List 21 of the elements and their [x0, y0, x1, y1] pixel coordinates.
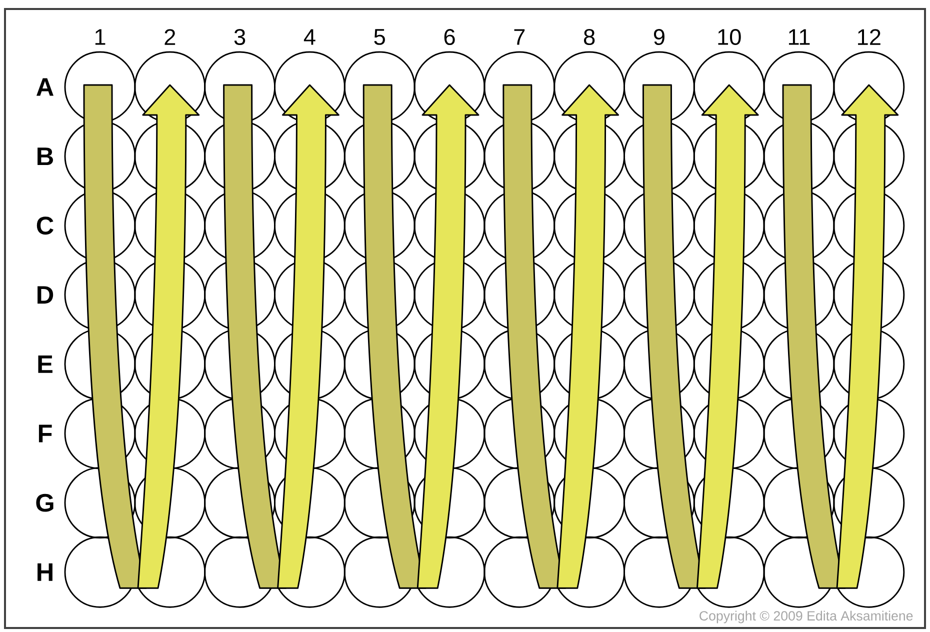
row-label: E [38, 356, 52, 373]
row-label: G [36, 494, 54, 512]
column-label: 12 [858, 29, 880, 45]
column-label: 6 [444, 28, 455, 46]
row-label: C [36, 216, 54, 235]
column-label: 7 [514, 29, 525, 45]
copyright-note: Copyright © 2009 Edita Aksamitiene [700, 610, 913, 624]
column-label: 9 [654, 28, 664, 46]
row-label: A [36, 78, 54, 96]
row-label: F [38, 424, 52, 442]
column-label: 10 [718, 28, 741, 46]
row-label: B [38, 148, 53, 166]
column-label: 4 [304, 29, 316, 45]
column-label: 5 [374, 29, 385, 45]
column-label: 1 [95, 29, 106, 45]
row-label: H [38, 563, 52, 581]
row-label: D [38, 286, 54, 304]
column-label: 3 [234, 28, 246, 46]
column-label: 2 [164, 29, 176, 45]
column-label: 11 [788, 29, 810, 45]
column-label: 8 [584, 28, 595, 46]
